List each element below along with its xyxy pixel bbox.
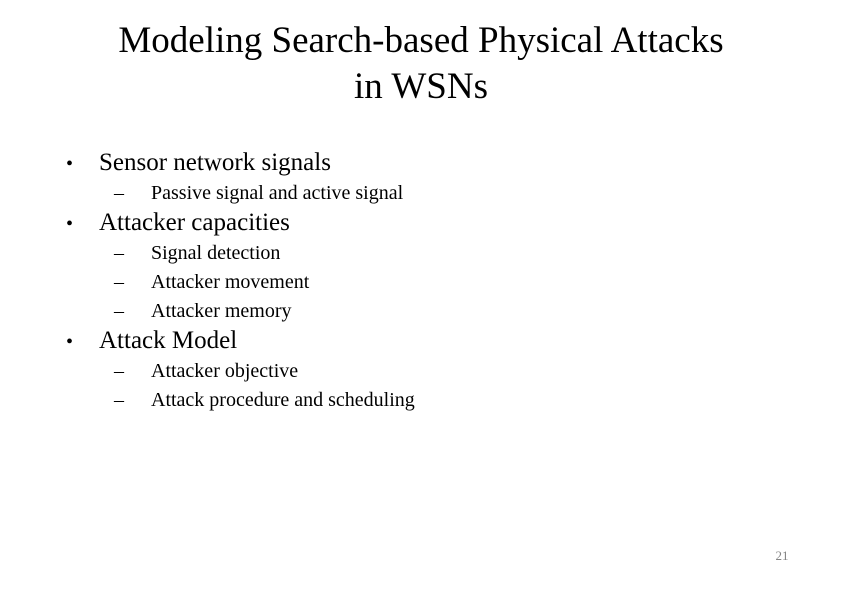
bullet-marker-dot-icon: • <box>66 331 74 353</box>
bullet-item-level1: • Attack Model <box>0 326 842 357</box>
page-number: 21 <box>775 548 789 563</box>
bullet-item-level1: • Sensor network signals <box>0 148 842 179</box>
bullet-text: Attacker capacities <box>99 209 290 236</box>
bullet-item-level2: – Attacker objective <box>0 357 842 386</box>
bullet-item-level2: – Passive signal and active signal <box>0 179 842 208</box>
bullet-item-level2: – Attacker movement <box>0 268 842 297</box>
bullet-text: Passive signal and active signal <box>151 182 404 204</box>
bullet-text: Attacker memory <box>151 300 292 322</box>
bullet-text: Attacker objective <box>151 360 299 382</box>
bullet-item-level1: • Attacker capacities <box>0 208 842 239</box>
bullet-text: Sensor network signals <box>99 149 331 176</box>
bullet-marker-dash-icon: – <box>114 242 124 264</box>
bullet-marker-dash-icon: – <box>114 271 124 293</box>
slide-title-line-1: Modeling Search-based Physical Attacks <box>118 20 724 61</box>
bullet-text: Signal detection <box>151 242 281 264</box>
bullet-text: Attack Model <box>99 327 238 354</box>
bullet-marker-dash-icon: – <box>114 182 124 204</box>
bullet-marker-dash-icon: – <box>114 360 124 382</box>
bullet-item-level2: – Attacker memory <box>0 297 842 326</box>
bullet-item-level2: – Attack procedure and scheduling <box>0 386 842 415</box>
slide-title-line-2: in WSNs <box>354 66 488 107</box>
bullet-marker-dot-icon: • <box>66 153 74 175</box>
slide-title: Modeling Search-based Physical Attacks i… <box>40 18 802 110</box>
bullet-item-level2: – Signal detection <box>0 239 842 268</box>
bullet-text: Attacker movement <box>151 271 310 293</box>
bullet-marker-dash-icon: – <box>114 300 124 322</box>
slide-body: • Sensor network signals – Passive signa… <box>0 148 842 415</box>
bullet-marker-dot-icon: • <box>66 213 74 235</box>
bullet-text: Attack procedure and scheduling <box>151 389 415 411</box>
bullet-marker-dash-icon: – <box>114 389 124 411</box>
